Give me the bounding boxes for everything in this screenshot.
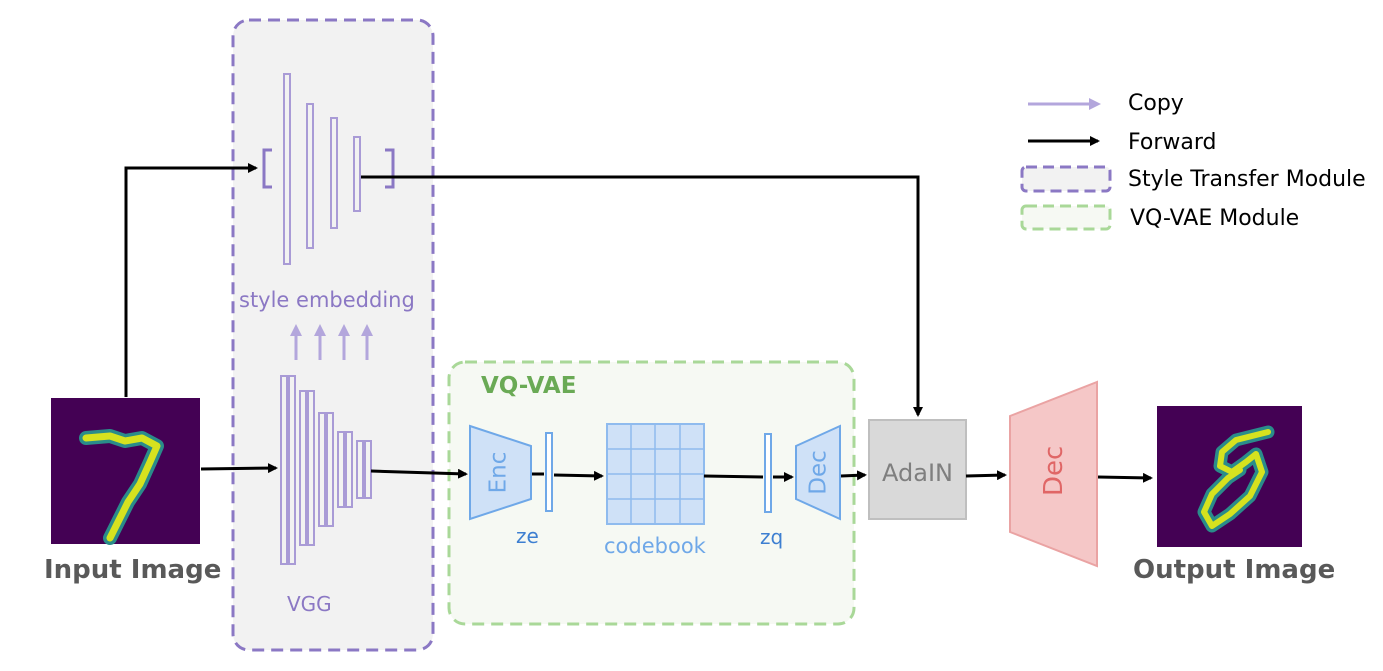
decoder-label: Dec bbox=[1039, 445, 1069, 496]
vq-decoder-shape bbox=[795, 424, 841, 521]
style-embedding-label: style embedding bbox=[239, 288, 415, 312]
legend-forward-label: Forward bbox=[1128, 130, 1217, 155]
forward-arrows bbox=[124, 163, 1153, 483]
codebook-label: codebook bbox=[604, 534, 706, 558]
input-image bbox=[51, 398, 200, 545]
right-bracket bbox=[385, 148, 395, 189]
legend-vqvae-label: VQ-VAE Module bbox=[1130, 206, 1300, 231]
output-image-label: Output Image bbox=[1133, 555, 1336, 585]
encoder-shape bbox=[469, 424, 532, 521]
ze-bar bbox=[545, 432, 553, 512]
copy-arrows bbox=[290, 324, 373, 360]
input-image-label: Input Image bbox=[44, 555, 222, 585]
vgg-label: VGG bbox=[287, 592, 332, 616]
vqvae-title: VQ-VAE bbox=[481, 373, 577, 399]
decoder-shape bbox=[1009, 380, 1098, 568]
encoder-label: Enc bbox=[485, 451, 512, 494]
style-transfer-module-box bbox=[231, 18, 435, 652]
left-bracket bbox=[262, 148, 272, 189]
zq-bar bbox=[764, 433, 772, 513]
adain-box bbox=[868, 419, 967, 520]
legend-style-transfer-label: Style Transfer Module bbox=[1128, 167, 1366, 192]
zq-label: zq bbox=[760, 525, 784, 549]
output-image bbox=[1157, 406, 1302, 547]
ze-label: ze bbox=[516, 524, 539, 548]
adain-label: AdaIN bbox=[882, 459, 953, 487]
vq-decoder-label: Dec bbox=[805, 450, 832, 495]
legend-copy-label: Copy bbox=[1128, 91, 1184, 116]
style-embedding-layers bbox=[283, 73, 361, 265]
codebook-grid bbox=[606, 423, 705, 525]
legend-symbols bbox=[1020, 98, 1112, 231]
vgg-layers bbox=[280, 375, 372, 565]
